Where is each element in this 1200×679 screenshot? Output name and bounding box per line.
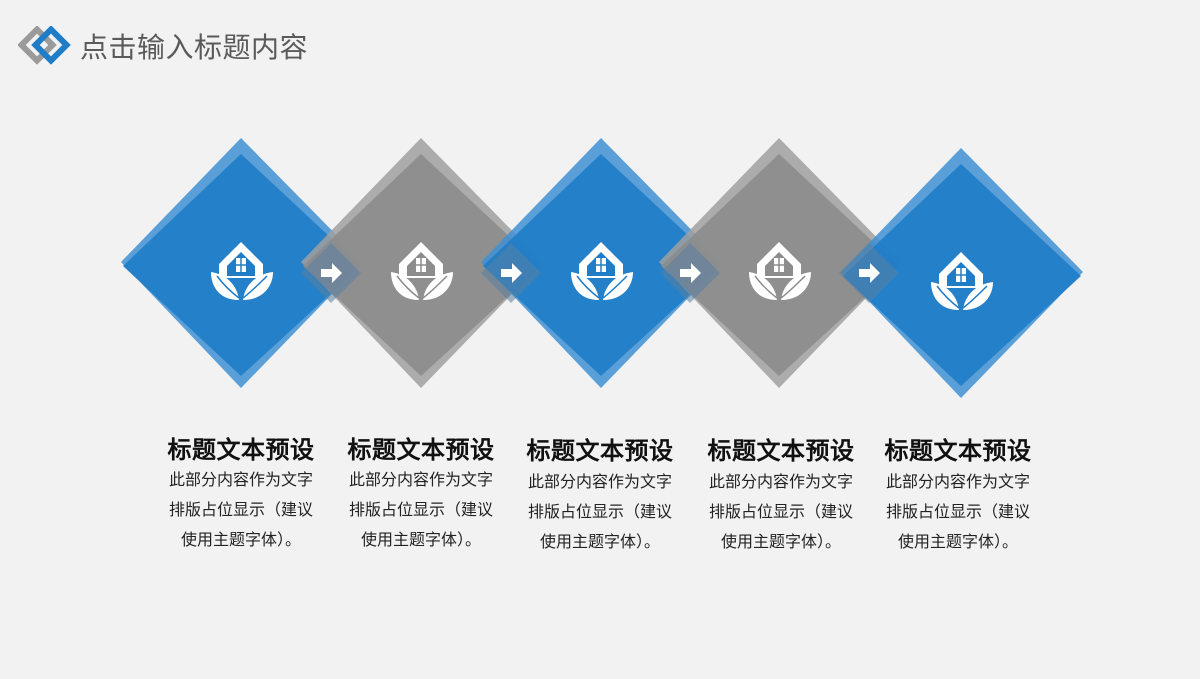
step-4: 标题文本预设 此部分内容作为文字 排版占位显示（建议 使用主题字体）。 bbox=[691, 0, 871, 675]
arrow-right-icon bbox=[859, 263, 880, 283]
step-2: 标题文本预设 此部分内容作为文字 排版占位显示（建议 使用主题字体）。 bbox=[331, 0, 511, 675]
linked-diamonds-logo-icon bbox=[18, 26, 76, 70]
house-leaf-icon bbox=[391, 242, 453, 300]
step-diamond bbox=[659, 138, 901, 388]
arrow-right-icon bbox=[321, 263, 342, 283]
step-title: 标题文本预设 bbox=[707, 437, 855, 465]
step-description: 此部分内容作为文字 排版占位显示（建议 使用主题字体）。 bbox=[348, 470, 493, 549]
arrow-right-icon bbox=[501, 263, 522, 283]
connector bbox=[481, 243, 541, 303]
step-3: 标题文本预设 此部分内容作为文字 排版占位显示（建议 使用主题字体）。 bbox=[510, 0, 690, 675]
step-description: 此部分内容作为文字 排版占位显示（建议 使用主题字体）。 bbox=[168, 470, 313, 549]
house-leaf-icon bbox=[211, 242, 273, 300]
arrow-right-icon bbox=[680, 263, 701, 283]
step-title: 标题文本预设 bbox=[526, 437, 674, 465]
house-leaf-icon bbox=[571, 242, 633, 300]
step-diamond bbox=[301, 138, 543, 388]
step-diamond bbox=[121, 138, 363, 388]
step-1: 标题文本预设 此部分内容作为文字 排版占位显示（建议 使用主题字体）。 bbox=[151, 0, 331, 675]
page-title: 点击输入标题内容 bbox=[80, 31, 309, 64]
house-leaf-icon bbox=[931, 252, 993, 310]
step-description: 此部分内容作为文字 排版占位显示（建议 使用主题字体）。 bbox=[885, 472, 1030, 551]
step-description: 此部分内容作为文字 排版占位显示（建议 使用主题字体）。 bbox=[527, 472, 672, 551]
connector bbox=[839, 243, 899, 303]
header: 点击输入标题内容 bbox=[18, 26, 308, 70]
step-title: 标题文本预设 bbox=[347, 436, 495, 464]
step-5: 标题文本预设 此部分内容作为文字 排版占位显示（建议 使用主题字体）。 bbox=[868, 0, 1048, 675]
step-diamond bbox=[841, 148, 1083, 398]
step-title: 标题文本预设 bbox=[884, 437, 1032, 465]
connector bbox=[301, 243, 361, 303]
connector bbox=[660, 243, 720, 303]
step-title: 标题文本预设 bbox=[167, 436, 315, 464]
step-diamond bbox=[481, 138, 723, 388]
step-description: 此部分内容作为文字 排版占位显示（建议 使用主题字体）。 bbox=[708, 472, 853, 551]
house-leaf-icon bbox=[749, 242, 811, 300]
